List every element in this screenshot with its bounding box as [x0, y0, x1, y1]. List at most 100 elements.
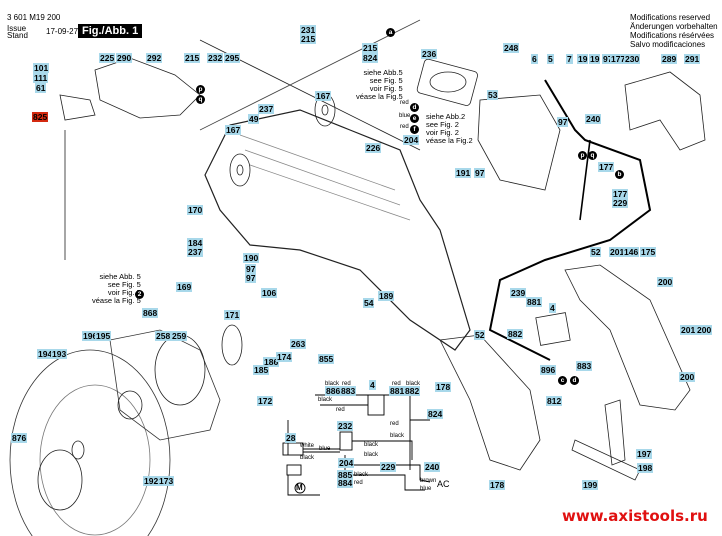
part-label[interactable]: 49: [248, 114, 260, 124]
part-label[interactable]: 111: [33, 73, 49, 83]
part-label[interactable]: 173: [158, 476, 175, 486]
part-label[interactable]: 883: [576, 361, 593, 371]
part-label[interactable]: 185: [253, 365, 270, 375]
part-label[interactable]: 19: [577, 54, 589, 64]
part-label[interactable]: 824: [362, 53, 379, 63]
part-label[interactable]: 97: [557, 117, 569, 127]
part-label[interactable]: 201: [680, 325, 697, 335]
part-label[interactable]: 199: [582, 480, 599, 490]
part-label[interactable]: 248: [503, 43, 520, 53]
part-label[interactable]: 167: [225, 125, 242, 135]
part-label[interactable]: 225: [99, 53, 116, 63]
part-label[interactable]: 231: [300, 25, 317, 35]
part-label[interactable]: 19: [589, 54, 601, 64]
part-label[interactable]: 54: [363, 298, 375, 308]
part-label[interactable]: 190: [243, 253, 260, 263]
part-label[interactable]: 200: [696, 325, 713, 335]
part-label[interactable]: 4: [549, 303, 556, 313]
part-label[interactable]: 97: [245, 264, 257, 274]
part-label[interactable]: 52: [474, 330, 486, 340]
part-label[interactable]: 291: [684, 54, 701, 64]
part-label[interactable]: 855: [318, 354, 335, 364]
part-label[interactable]: 259: [171, 331, 188, 341]
part-label[interactable]: 240: [424, 462, 441, 472]
part-label[interactable]: 167: [315, 91, 332, 101]
part-label[interactable]: 97: [474, 168, 486, 178]
part-label[interactable]: 883: [340, 386, 357, 396]
part-label[interactable]: 295: [224, 53, 241, 63]
part-label[interactable]: 204: [403, 135, 420, 145]
part-label[interactable]: 290: [116, 53, 133, 63]
part-label[interactable]: 204: [338, 458, 355, 468]
part-label[interactable]: 101: [33, 63, 50, 73]
part-label[interactable]: 177: [612, 189, 629, 199]
part-label[interactable]: 263: [290, 339, 307, 349]
part-label[interactable]: 881: [526, 297, 543, 307]
part-label[interactable]: 237: [187, 247, 204, 257]
part-label[interactable]: 174: [276, 352, 293, 362]
part-label[interactable]: 197: [636, 449, 653, 459]
part-label[interactable]: 5: [547, 54, 554, 64]
part-label[interactable]: 232: [337, 421, 354, 431]
part-label[interactable]: 215: [300, 34, 317, 44]
part-label[interactable]: 885: [337, 470, 354, 480]
part-label[interactable]: 97: [602, 54, 614, 64]
part-label[interactable]: 868: [142, 308, 159, 318]
part-label[interactable]: 191: [455, 168, 472, 178]
part-label[interactable]: 237: [258, 104, 275, 114]
part-label[interactable]: 200: [679, 372, 696, 382]
part-label[interactable]: 201: [609, 247, 626, 257]
part-label[interactable]: 196: [82, 331, 99, 341]
part-label[interactable]: 194: [37, 349, 54, 359]
part-label[interactable]: 882: [404, 386, 421, 396]
part-label[interactable]: 178: [489, 480, 506, 490]
part-label[interactable]: 53: [487, 90, 499, 100]
part-label[interactable]: 215: [184, 53, 201, 63]
part-label[interactable]: 896: [540, 365, 557, 375]
part-label[interactable]: 169: [176, 282, 193, 292]
part-label[interactable]: 186: [263, 357, 280, 367]
part-label[interactable]: 200: [657, 277, 674, 287]
part-label[interactable]: 886: [325, 386, 342, 396]
part-label[interactable]: 226: [365, 143, 382, 153]
part-label[interactable]: 171: [224, 310, 241, 320]
part-label[interactable]: 52: [590, 247, 602, 257]
part-label[interactable]: 195: [95, 331, 112, 341]
part-label[interactable]: 61: [35, 83, 47, 93]
part-label[interactable]: 236: [421, 49, 438, 59]
part-label[interactable]: 881: [389, 386, 406, 396]
part-label[interactable]: 824: [427, 409, 444, 419]
part-label[interactable]: 170: [187, 205, 204, 215]
part-label[interactable]: 193: [51, 349, 68, 359]
part-label[interactable]: 175: [640, 247, 657, 257]
part-label[interactable]: 240: [585, 114, 602, 124]
part-label[interactable]: 4: [369, 380, 376, 390]
part-label[interactable]: 6: [531, 54, 538, 64]
part-label[interactable]: 28: [285, 433, 297, 443]
part-label[interactable]: 876: [11, 433, 28, 443]
part-label[interactable]: 184: [187, 238, 204, 248]
part-label[interactable]: 106: [261, 288, 278, 298]
part-label[interactable]: 258: [155, 331, 172, 341]
part-label[interactable]: 192: [143, 476, 160, 486]
part-label[interactable]: 882: [507, 329, 524, 339]
part-label[interactable]: 198: [637, 463, 654, 473]
part-label-highlighted[interactable]: 825: [32, 112, 49, 122]
part-label[interactable]: 229: [380, 462, 397, 472]
part-label[interactable]: 289: [661, 54, 678, 64]
part-label[interactable]: 230: [624, 54, 641, 64]
part-label[interactable]: 172: [257, 396, 274, 406]
part-label[interactable]: 884: [337, 478, 354, 488]
part-label[interactable]: 229: [612, 198, 629, 208]
part-label[interactable]: 177: [610, 54, 627, 64]
part-label[interactable]: 215: [362, 43, 379, 53]
part-label[interactable]: 97: [245, 273, 257, 283]
part-label[interactable]: 812: [546, 396, 563, 406]
part-label[interactable]: 178: [435, 382, 452, 392]
part-label[interactable]: 239: [510, 288, 527, 298]
part-label[interactable]: 146: [623, 247, 640, 257]
part-label[interactable]: 189: [378, 291, 395, 301]
part-label[interactable]: 232: [207, 53, 224, 63]
part-label[interactable]: 7: [566, 54, 573, 64]
part-label[interactable]: 177: [598, 162, 615, 172]
